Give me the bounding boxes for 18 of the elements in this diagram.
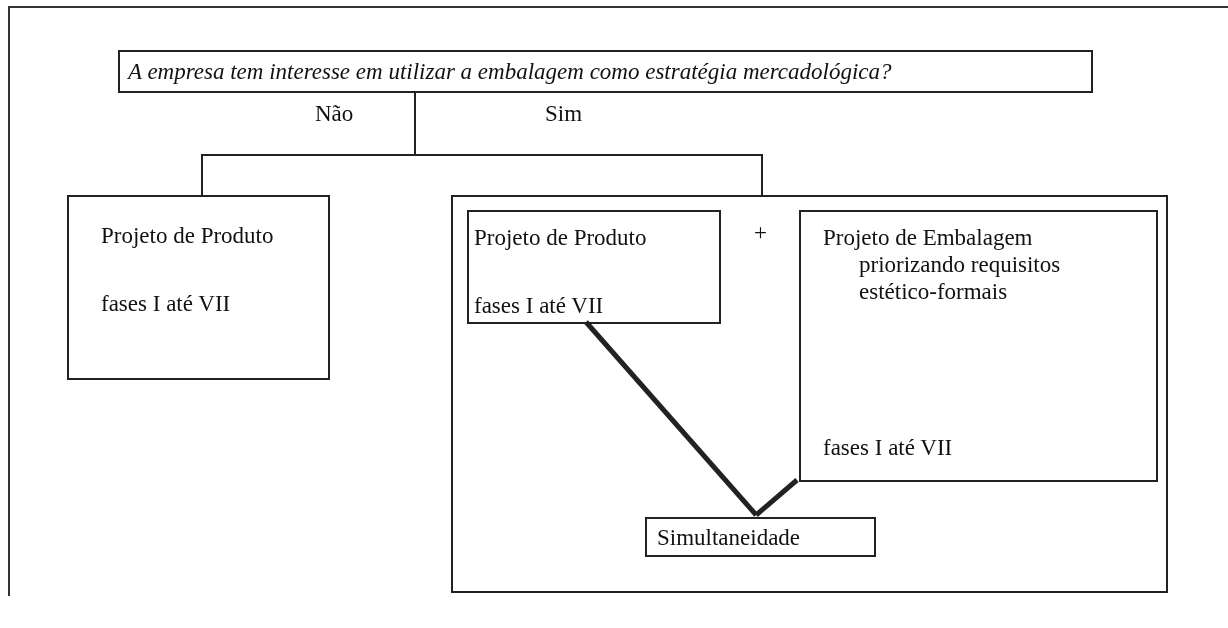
process-box xyxy=(799,210,1158,482)
process-box xyxy=(645,517,876,557)
node-text: fases I até VII xyxy=(474,292,604,319)
node-text: Projeto de Produto xyxy=(474,224,647,251)
plus-sign: + xyxy=(754,219,767,246)
node-text: Projeto de Produto xyxy=(101,222,274,249)
node-text: Projeto de Embalagem priorizando requisitos estético-formais xyxy=(823,224,1062,305)
group-box xyxy=(451,195,1168,593)
process-box xyxy=(67,195,330,380)
node-text: fases I até VII xyxy=(823,434,953,461)
connector-line xyxy=(754,478,799,517)
question-box xyxy=(118,50,1093,93)
node-text: Simultaneidade xyxy=(657,524,801,551)
process-box xyxy=(467,210,721,324)
node-text: fases I até VII xyxy=(101,290,231,317)
question-text: A empresa tem interesse em utilizar a embalagem como estratégia mercadológica? xyxy=(128,58,892,85)
connector-line xyxy=(414,92,763,196)
connector-line xyxy=(584,320,759,517)
